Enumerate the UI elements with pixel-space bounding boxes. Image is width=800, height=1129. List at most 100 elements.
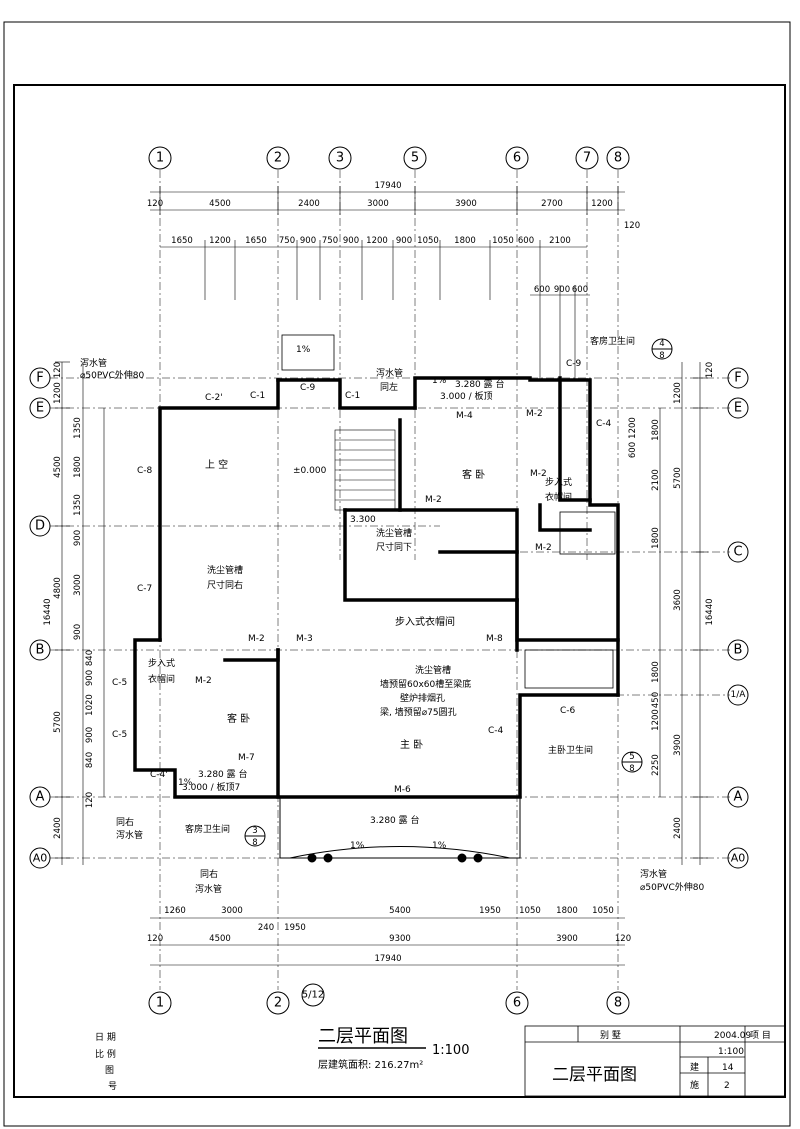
axis-bottom-2: 2 (274, 996, 282, 1011)
shower (559, 511, 616, 555)
drain-right-spec: ⌀50PVC外伸80 (640, 881, 704, 893)
room-walkin-main: 步入式衣帽间 (395, 615, 455, 628)
dim-right-i-0: 1800 (651, 419, 661, 441)
dim-bot-r2-4: 120 (615, 934, 631, 944)
room-master-bath: 主卧卫生间 (548, 744, 593, 756)
tb-role2: 施 (690, 1079, 699, 1091)
tag-8: C-5 (112, 678, 127, 688)
axis-right-B: B (734, 643, 743, 658)
dim-left-i-5: 900 (73, 624, 83, 640)
dim-right-o-4: 3900 (673, 734, 683, 756)
tag-21: M-6 (394, 785, 411, 795)
dim-left-o-0: 120 (53, 362, 63, 378)
dim-right-i-3: 2100 (651, 469, 661, 491)
dim-top-r2-0: 1650 (171, 236, 193, 246)
dim-right-o-1: 1200 (673, 382, 683, 404)
axis-left-A0: A0 (33, 852, 48, 865)
dim-top-r1-1: 4500 (209, 199, 231, 209)
drain-top-same-a: 泻水管 (376, 367, 403, 379)
axis-left-B: B (36, 643, 45, 658)
dim-right-i-6: 1200 (651, 709, 661, 731)
dim-right-o-5: 2400 (673, 817, 683, 839)
dim-left-i-9: 900 (85, 727, 95, 743)
axis-bottom-8: 8 (614, 996, 622, 1011)
tag-7: C-7 (137, 584, 152, 594)
drain-right-title: 泻水管 (640, 868, 667, 880)
dim-top-r2-9: 1050 (417, 236, 439, 246)
dim-top-r2-6: 900 (343, 236, 359, 246)
axis-right-A0: A0 (731, 852, 746, 865)
level-3300: 3.300 (350, 515, 376, 525)
dim-right-i-1: 600 (628, 442, 638, 458)
dim-top-r1-6: 1200 (591, 199, 613, 209)
dim-text-left: 120 1200 4500 4800 5700 2400 1350 1800 1… (43, 362, 95, 839)
axis-right-F: F (734, 371, 741, 386)
callout-2-num: 3 (252, 826, 257, 836)
axis-right-C: C (733, 545, 742, 560)
level-zero: ±0.000 (293, 466, 327, 476)
tag-15: M-2 (530, 469, 547, 479)
axis-top-7: 7 (583, 151, 591, 166)
room-walkin-left-b: 衣帽间 (148, 673, 175, 685)
dim-top-r2-11: 1050 (492, 236, 514, 246)
balcony-top: 3.280 露 台 (455, 378, 505, 390)
dim-left-i-4: 3000 (73, 574, 83, 596)
dim-right-i-2: 1200 (628, 417, 638, 439)
callout-1-sub: 8 (659, 351, 664, 361)
left-label-scale: 比 例 (95, 1048, 116, 1060)
dim-bot-extra-1: 1950 (284, 923, 306, 933)
axis-bottom-1: 1 (156, 996, 164, 1011)
dust-duct-3c: 壁炉排烟孔 (400, 692, 445, 704)
dim-top-small-1: 900 (554, 285, 570, 295)
tag-16: M-2 (535, 543, 552, 553)
dim-bot-r1-2: 5400 (389, 906, 411, 916)
tag-14: M-2 (526, 409, 543, 419)
dim-top-r1-0: 120 (147, 199, 163, 209)
left-label-date: 日 期 (95, 1032, 116, 1043)
room-walkin-right-b: 衣帽间 (545, 491, 572, 503)
axis-left-A: A (36, 790, 45, 805)
dim-right-i-8: 2250 (651, 754, 661, 776)
tag-3: C-1 (345, 391, 360, 401)
tb-name: 二层平面图 (552, 1065, 637, 1085)
tag-12: C-6 (560, 706, 576, 716)
dim-right-total: 16440 (705, 598, 715, 625)
dim-bot-r1-1: 3000 (221, 906, 243, 916)
tag-9: C-5 (112, 730, 127, 740)
dim-left-i-3: 900 (73, 530, 83, 546)
axis-bottom-6: 6 (513, 996, 521, 1011)
tb-project-label: 项 目 (750, 1030, 771, 1041)
dim-left-total: 16440 (43, 598, 53, 625)
dim-left-i-6: 840 (85, 650, 95, 666)
drain-top-title: 泻水管 (80, 357, 107, 369)
tb-scale: 1:100 (718, 1047, 744, 1057)
room-guest-left: 客 卧 (227, 712, 250, 725)
balcony-left-level: 3.000 / 板顶7 (182, 781, 240, 793)
dim-bot-r2-3: 3900 (556, 934, 578, 944)
room-guest-bath-top: 客房卫生间 (590, 335, 635, 347)
dim-top-r2-13: 2100 (549, 236, 571, 246)
dim-top-r1-5: 2700 (541, 199, 563, 209)
tag-5: C-4 (596, 419, 612, 429)
top-void-box (281, 334, 335, 371)
dim-bot-r2-2: 9300 (389, 934, 411, 944)
dim-bot-r2-0: 120 (147, 934, 163, 944)
tag-23: M-2 (195, 676, 212, 686)
dim-right-o-2: 5700 (673, 467, 683, 489)
dim-top-r1-2: 2400 (298, 199, 320, 209)
dim-left-o-2: 4500 (53, 456, 63, 478)
bathtub (524, 649, 614, 689)
tag-6: C-8 (137, 466, 153, 476)
axis-top-6: 6 (513, 151, 521, 166)
dimension-lines (55, 186, 708, 966)
tag-18: M-3 (296, 634, 313, 644)
tag-4: C-9 (566, 359, 582, 369)
stair (334, 429, 396, 511)
dim-bot-r2-1: 4500 (209, 934, 231, 944)
axis-bottom-5-12: 5/12 (302, 990, 324, 1001)
left-label-drawing: 图 (105, 1065, 114, 1076)
dim-text-top: 17940 120 4500 2400 3000 3900 2700 1200 … (147, 181, 640, 295)
slope-top: 1% (432, 376, 447, 386)
dust-duct-3d: 梁, 墙预留⌀75圆孔 (380, 706, 457, 718)
